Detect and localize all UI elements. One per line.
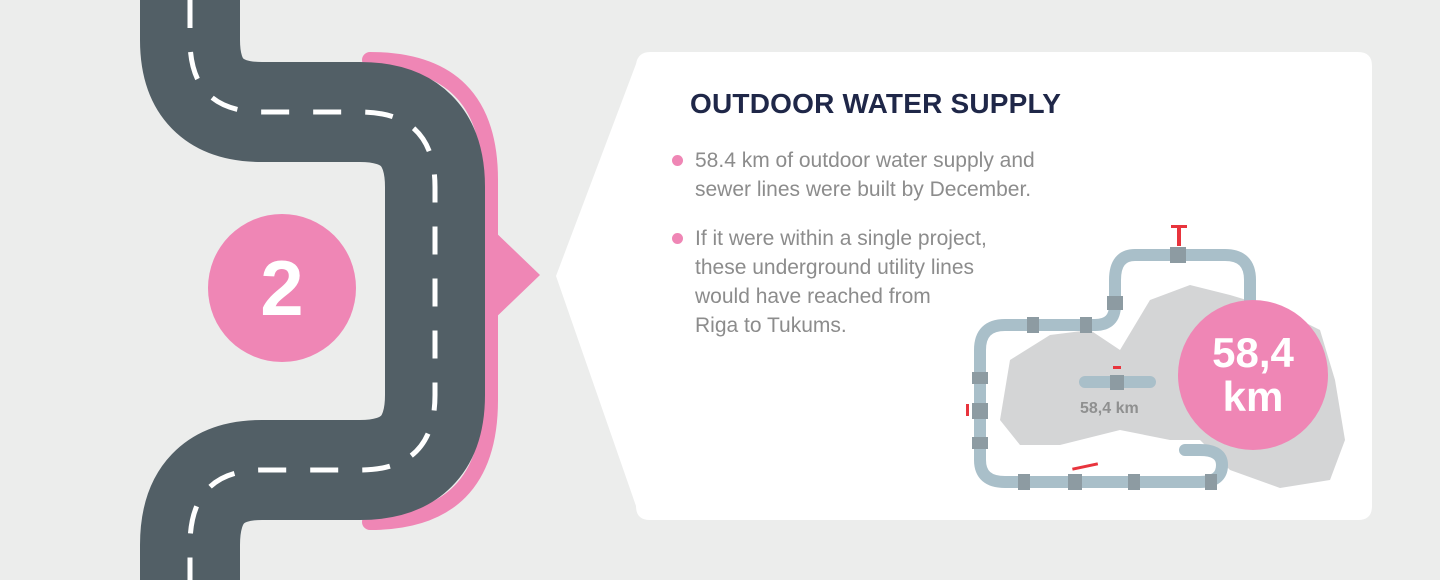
distance-value: 58,4 xyxy=(1212,329,1294,376)
bullet-item: 58.4 km of outdoor water supply and sewe… xyxy=(672,146,1102,204)
valve-icons xyxy=(966,225,1187,471)
bullet-line: If it were within a single project, xyxy=(695,227,987,250)
bullet-dot-icon xyxy=(672,233,683,244)
pointer-triangle xyxy=(488,225,540,325)
bullet-list: 58.4 km of outdoor water supply and sewe… xyxy=(672,146,1102,360)
pipe-joints xyxy=(972,247,1217,490)
bullet-line: these underground utility lines xyxy=(695,256,975,279)
bullet-line: would have reached from xyxy=(695,285,931,308)
bullet-line: 58.4 km of outdoor water supply and xyxy=(695,149,1035,172)
distance-unit: km xyxy=(1222,373,1284,420)
bullet-item: If it were within a single project, thes… xyxy=(672,224,1102,340)
bullet-line: sewer lines were built by December. xyxy=(695,178,1032,201)
road-dashes xyxy=(187,0,438,580)
distance-badge: 58,4 km xyxy=(1178,300,1328,450)
map-distance-label: 58,4 km xyxy=(1080,400,1139,417)
bullet-line: Riga to Tukums. xyxy=(695,314,847,337)
step-number: 2 xyxy=(260,244,304,332)
card-title: OUTDOOR WATER SUPPLY xyxy=(690,88,1062,119)
step-circle xyxy=(208,214,356,362)
bullet-dot-icon xyxy=(672,155,683,166)
